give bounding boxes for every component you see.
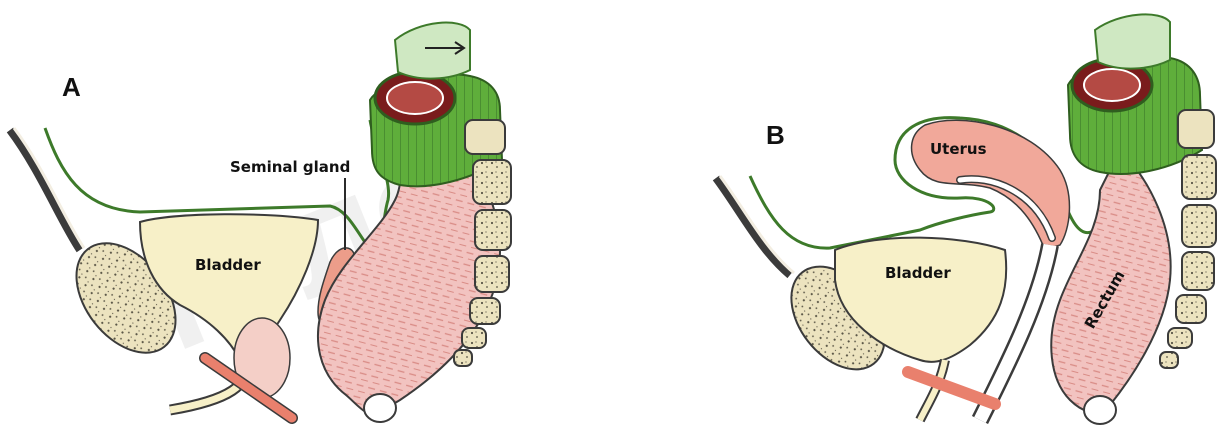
panel-a: A Bladder Seminal gland [10, 23, 511, 422]
panel-b-letter: B [766, 120, 785, 150]
panel-a-letter: A [62, 72, 81, 102]
upper-colon-b [1095, 14, 1170, 68]
uterus-label: Uterus [930, 140, 987, 158]
bladder-label-b: Bladder [885, 264, 951, 282]
duct-b [908, 372, 995, 404]
seminal-gland-label: Seminal gland [230, 158, 350, 176]
panel-b: B Uterus Bladder Rectum [716, 14, 1216, 424]
bladder-label-a: Bladder [195, 256, 261, 274]
abdominal-wall-a [10, 130, 80, 250]
